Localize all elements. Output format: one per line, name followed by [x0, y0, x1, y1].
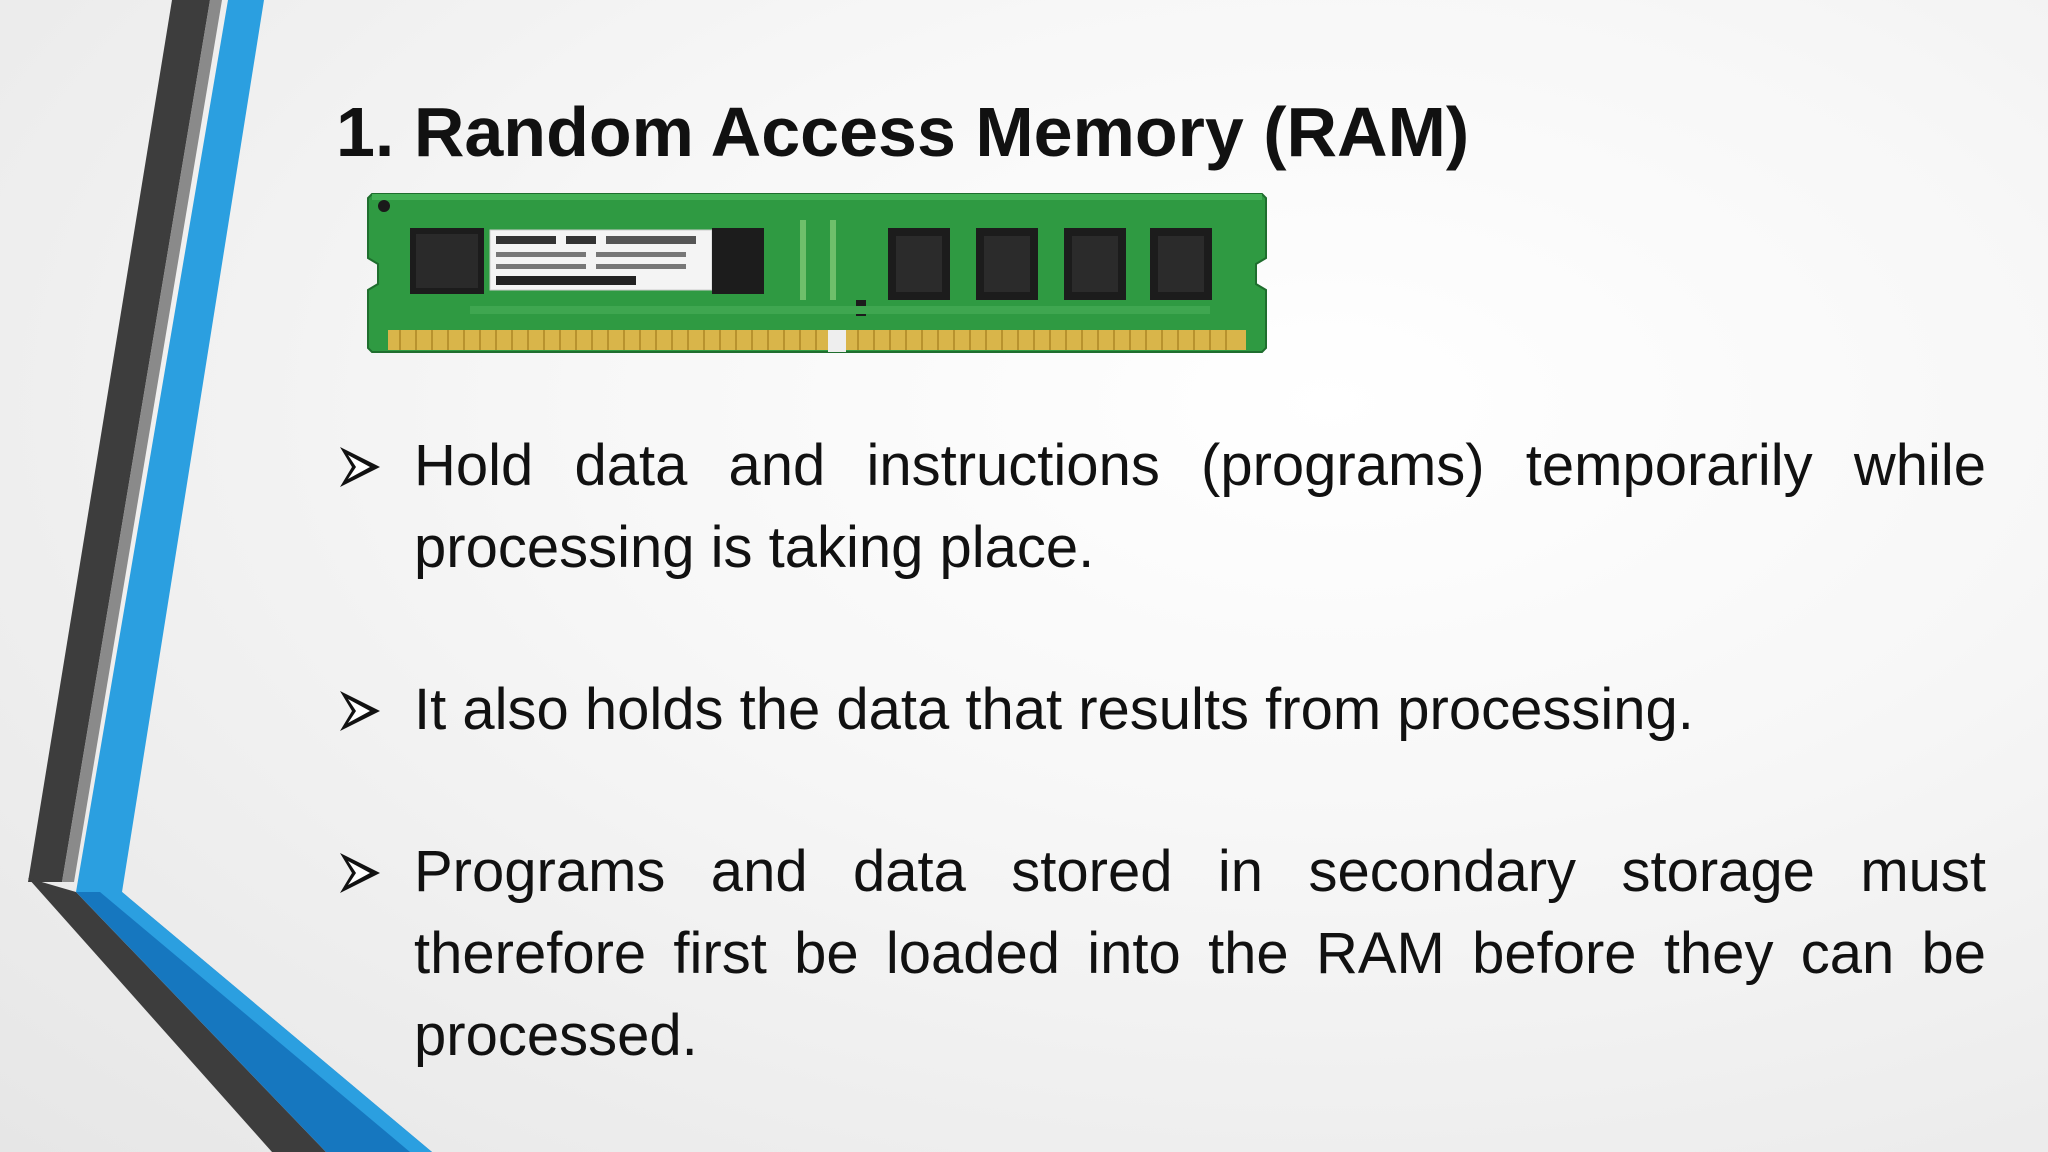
bullet-item: Programs and data stored in secondary st…	[336, 831, 1986, 1077]
bullet-text: Programs and data stored in secondary st…	[414, 839, 1986, 1068]
arrowhead-bullet-icon	[340, 853, 380, 893]
bullet-item: Hold data and instructions (programs) te…	[336, 425, 1986, 589]
bullet-text: It also holds the data that results from…	[414, 677, 1694, 742]
bullet-item: It also holds the data that results from…	[336, 669, 1986, 751]
slide-title: 1. Random Access Memory (RAM)	[336, 93, 1470, 171]
arrowhead-bullet-icon	[340, 691, 380, 731]
arrowhead-bullet-icon	[340, 447, 380, 487]
ram-module-icon	[367, 193, 1267, 353]
bullet-list: Hold data and instructions (programs) te…	[336, 425, 1986, 1077]
bullet-text: Hold data and instructions (programs) te…	[414, 433, 1986, 580]
